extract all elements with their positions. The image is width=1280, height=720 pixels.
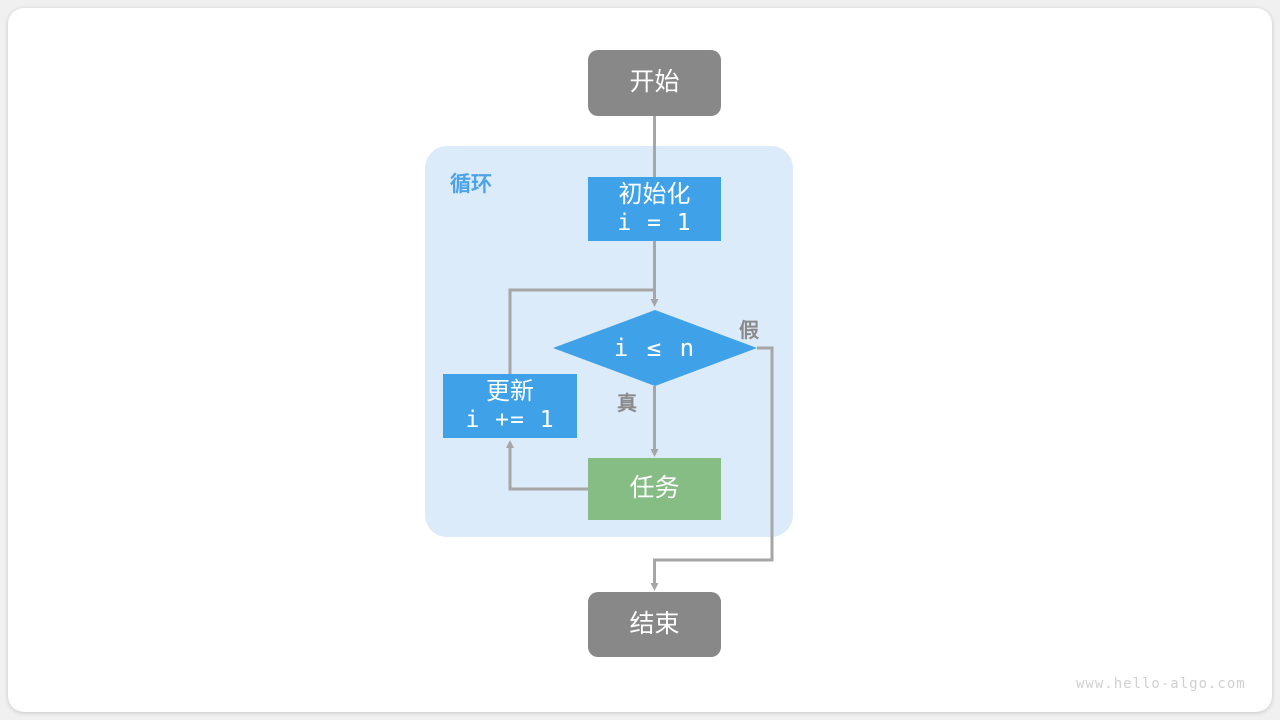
node-start-label: 开始: [629, 68, 680, 97]
node-init-label: 初始化: [618, 181, 691, 209]
branch-label-true: 真: [617, 393, 637, 415]
watermark-text: www.hello-algo.com: [1076, 676, 1246, 692]
branch-label-false: 假: [739, 320, 759, 342]
loop-container-label: 循环: [450, 173, 492, 196]
node-update-code: i += 1: [465, 406, 555, 433]
condition-diamond: [553, 310, 757, 386]
node-start: 开始: [588, 50, 721, 116]
node-update: 更新 i += 1: [443, 374, 577, 438]
node-end-label: 结束: [629, 609, 680, 638]
edge-update-to-condition: [508, 288, 655, 374]
node-end: 结束: [588, 592, 721, 657]
node-task-label: 任务: [629, 474, 680, 503]
edge-condition-false-to-end: [650, 346, 774, 591]
node-init-code: i = 1: [617, 209, 692, 236]
node-init: 初始化 i = 1: [588, 177, 721, 241]
node-update-label: 更新: [486, 378, 534, 406]
node-task: 任务: [588, 458, 721, 520]
edge-task-to-update: [506, 440, 588, 491]
condition-label: i ≤ n: [613, 334, 697, 362]
